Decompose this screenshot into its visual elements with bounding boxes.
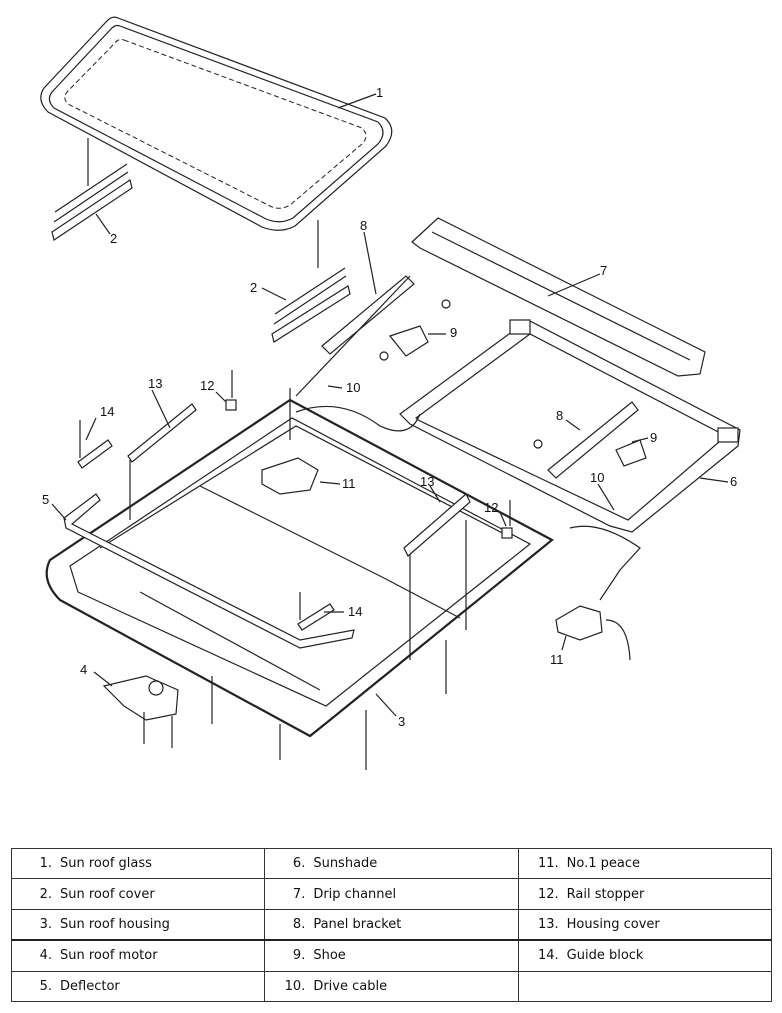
callout-2a: 2 [110, 231, 117, 246]
callout-4: 4 [80, 662, 87, 677]
legend-number: 12. [537, 886, 559, 902]
no1-peace-part [261, 457, 631, 661]
legend-label: Panel bracket [313, 916, 402, 932]
legend-number: 7. [292, 886, 306, 902]
legend-cell: 11. No.1 peace [517, 847, 773, 880]
sunshade-part [399, 319, 741, 533]
guide-block-part [77, 420, 335, 631]
legend-label: Sunshade [313, 856, 378, 872]
parts-legend-table: 1. Sun roof glass 6. Sunshade 11. No.1 peac… [10, 847, 773, 1003]
drip-channel-part [411, 217, 706, 377]
legend-number: 2. [39, 886, 52, 902]
legend-number: 5. [39, 978, 52, 994]
sun-roof-glass-part [40, 16, 393, 231]
legend-cell: 14. Guide block [517, 939, 773, 972]
legend-row: 2. Sun roof cover 7. Drip channel 12. Rail … [10, 878, 773, 910]
legend-number: 13. [537, 916, 559, 932]
deflector-part [63, 493, 355, 649]
callout-8b: 8 [556, 408, 563, 423]
legend-cell: 5. Deflector [10, 970, 266, 1003]
legend-number: 11. [537, 856, 559, 872]
legend-label: Drive cable [313, 978, 388, 994]
legend-cell: 13. Housing cover [517, 908, 773, 941]
legend-cell: 2. Sun roof cover [10, 878, 266, 910]
callout-13b: 13 [420, 474, 434, 489]
housing-cover-part [127, 403, 471, 557]
callout-9b: 9 [650, 430, 657, 445]
legend-label: No.1 peace [566, 856, 641, 872]
legend-label: Sun roof cover [60, 886, 155, 902]
callout-9a: 9 [450, 325, 457, 340]
exploded-sunroof-diagram: 1 2 2 3 4 5 6 7 8 8 9 9 10 10 11 11 12 1… [40, 16, 741, 770]
legend-label: Rail stopper [566, 886, 645, 902]
callout-3: 3 [398, 714, 405, 729]
legend-number: 9. [292, 948, 306, 964]
legend-cell: 9. Shoe [264, 939, 519, 972]
callout-11b: 11 [550, 652, 564, 667]
legend-cell: 8. Panel bracket [264, 908, 519, 941]
legend-number: 6. [292, 856, 306, 872]
legend-number: 3. [39, 916, 52, 932]
legend-number: 1. [39, 856, 52, 872]
callout-7: 7 [600, 263, 607, 278]
sun-roof-motor-part [102, 675, 179, 748]
legend-cell: 3. Sun roof housing [10, 908, 266, 941]
legend-number: 14. [537, 948, 559, 964]
legend-row: 3. Sun roof housing 8. Panel bracket 13. Ho… [10, 908, 773, 941]
callout-12b: 12 [484, 500, 498, 515]
leader-lines [51, 93, 729, 717]
legend-row: 1. Sun roof glass 6. Sunshade 11. No.1 peac… [10, 847, 773, 880]
sun-roof-housing-part [45, 388, 554, 770]
callout-14a: 14 [100, 404, 114, 419]
legend-row: 4. Sun roof motor 9. Shoe 14. Guide block [10, 939, 773, 972]
legend-label: Guide block [566, 948, 644, 964]
legend-number: 8. [292, 916, 306, 932]
legend-label: Deflector [60, 978, 120, 994]
legend-cell [517, 970, 773, 1003]
legend-cell: 1. Sun roof glass [10, 847, 266, 880]
callout-2b: 2 [250, 280, 257, 295]
legend-number: 10. [284, 978, 306, 994]
callout-10a: 10 [346, 380, 360, 395]
legend-label: Sun roof motor [60, 948, 158, 964]
callout-8a: 8 [360, 218, 367, 233]
legend-cell: 4. Sun roof motor [10, 939, 266, 972]
legend-label: Drip channel [313, 886, 397, 902]
shoe-part [388, 325, 647, 467]
legend-label: Shoe [313, 948, 346, 964]
sun-roof-cover-part [51, 138, 351, 343]
legend-cell: 10. Drive cable [264, 970, 519, 1003]
drive-cable-part [295, 275, 641, 601]
callout-12a: 12 [200, 378, 214, 393]
legend-cell: 6. Sunshade [264, 847, 519, 880]
legend-row: 5. Deflector 10. Drive cable [10, 970, 773, 1003]
callout-labels: 1 2 2 3 4 5 6 7 8 8 9 9 10 10 11 11 12 1… [42, 85, 737, 729]
legend-label: Sun roof glass [60, 856, 152, 872]
callout-13a: 13 [148, 376, 162, 391]
rail-stopper-part [225, 370, 513, 539]
legend-label: Sun roof housing [60, 916, 170, 932]
legend-label: Housing cover [566, 916, 660, 932]
legend-cell: 12. Rail stopper [517, 878, 773, 910]
callout-1: 1 [376, 85, 383, 100]
callout-6: 6 [730, 474, 737, 489]
callout-5: 5 [42, 492, 49, 507]
callout-11a: 11 [342, 476, 356, 491]
legend-number: 4. [39, 948, 52, 964]
legend-cell: 7. Drip channel [264, 878, 519, 910]
callout-14b: 14 [348, 604, 362, 619]
callout-10b: 10 [590, 470, 604, 485]
